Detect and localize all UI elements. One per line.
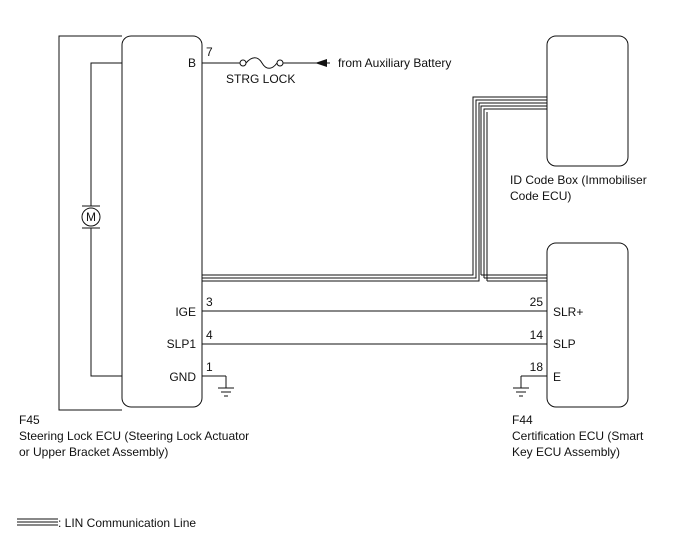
- right-ground-symbol: [513, 375, 547, 397]
- pin-label-slr: SLR+: [553, 305, 583, 319]
- steering-lock-ecu-code: F45: [19, 413, 40, 427]
- steering-lock-ecu-name-line1: Steering Lock ECU (Steering Lock Actuato…: [19, 429, 249, 443]
- steering-lock-ecu-name-line2: or Upper Bracket Assembly): [19, 445, 168, 459]
- b-power-line: [202, 57, 330, 69]
- pin-label-ige: IGE: [175, 305, 196, 319]
- certification-ecu-box: [546, 242, 629, 408]
- pin-label-gnd: GND: [169, 370, 196, 384]
- motor-label: M: [86, 210, 96, 224]
- pin-label-slp: SLP: [553, 337, 576, 351]
- fuse-terminal-left: [239, 59, 247, 67]
- steering-lock-assembly-frame: [58, 35, 122, 411]
- pin-label-b: B: [188, 56, 196, 70]
- lin-communication-line: [202, 96, 547, 282]
- power-source-label: from Auxiliary Battery: [338, 56, 451, 70]
- fuse-terminal-right: [276, 59, 284, 67]
- pin-number-4: 4: [206, 328, 213, 342]
- steering-lock-ecu-box: [121, 35, 203, 408]
- certification-ecu-code: F44: [512, 413, 533, 427]
- pin-label-e: E: [553, 370, 561, 384]
- motor-symbol: M: [81, 205, 101, 229]
- legend-lin-symbol: [17, 518, 58, 526]
- id-code-box-caption-line2: Code ECU): [510, 189, 571, 203]
- id-code-box: [546, 35, 629, 167]
- pin-number-3: 3: [206, 295, 213, 309]
- pin-number-25: 25: [530, 295, 544, 309]
- pin-label-slp1: SLP1: [167, 337, 197, 351]
- pin-number-14: 14: [530, 328, 544, 342]
- legend-text: : LIN Communication Line: [58, 516, 196, 530]
- id-code-box-caption-line1: ID Code Box (Immobiliser: [510, 173, 647, 187]
- motor-wire-bottom: [90, 228, 122, 377]
- fuse-label: STRG LOCK: [226, 72, 295, 86]
- pin-number-18: 18: [530, 360, 544, 374]
- certification-ecu-name-line2: Key ECU Assembly): [512, 445, 620, 459]
- motor-wire-top: [90, 62, 122, 206]
- fuse-icon: [245, 57, 278, 69]
- certification-ecu-name-line1: Certification ECU (Smart: [512, 429, 644, 443]
- pin-number-7: 7: [206, 45, 213, 59]
- pin-number-1: 1: [206, 360, 213, 374]
- battery-arrow-icon: [315, 59, 327, 67]
- left-ground-symbol: [202, 375, 234, 397]
